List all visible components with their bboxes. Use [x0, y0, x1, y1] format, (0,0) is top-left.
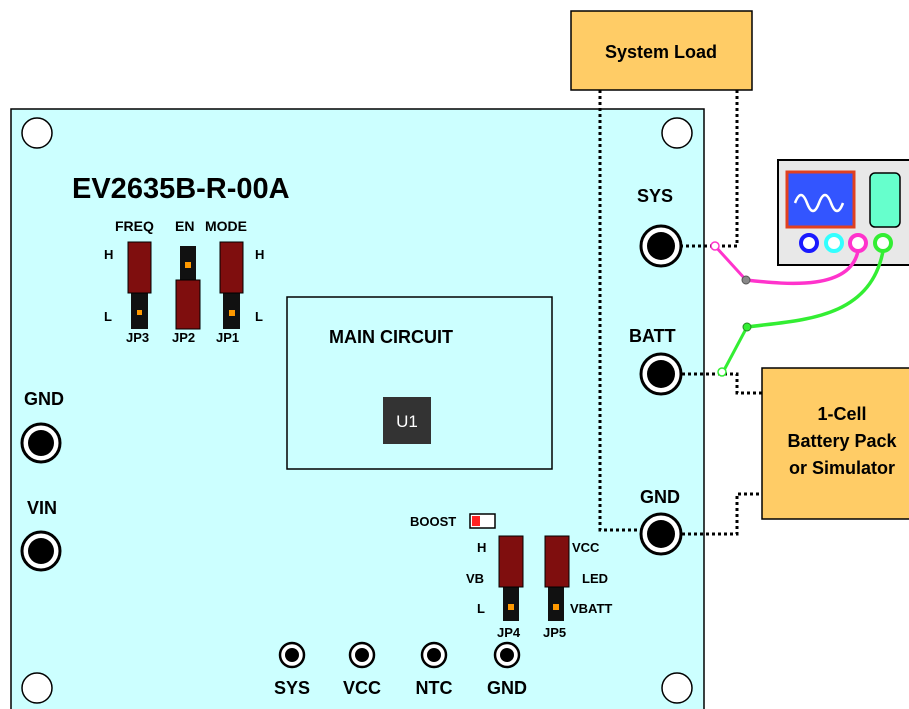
left-terminal-gnd[interactable]: [20, 422, 62, 464]
probe-green: [717, 250, 885, 377]
main-circuit-label: MAIN CIRCUIT: [329, 327, 453, 347]
testpoint-label-gnd: GND: [487, 678, 527, 698]
meter-port-green[interactable]: [873, 233, 893, 253]
battery-label-line2: Battery Pack: [787, 431, 897, 451]
jp4-label: JP4: [497, 625, 521, 640]
jumper-jp4[interactable]: [498, 535, 524, 621]
testpoint-sys[interactable]: [278, 641, 306, 669]
jumper-l-left: L: [104, 309, 112, 324]
battery-label-line1: 1-Cell: [817, 404, 866, 424]
jumper-jp5[interactable]: [544, 535, 570, 621]
jp1-label: JP1: [216, 330, 239, 345]
en-label: EN: [175, 218, 194, 234]
testpoint-ntc[interactable]: [420, 641, 448, 669]
board-title: EV2635B-R-00A: [72, 173, 290, 205]
testpoint-label-vcc: VCC: [343, 678, 381, 698]
mode-label: MODE: [205, 218, 247, 234]
battery-label-line3: or Simulator: [789, 458, 895, 478]
mounting-hole-top-right: [661, 117, 693, 149]
jumper-jp3[interactable]: [127, 241, 152, 329]
testpoint-vcc[interactable]: [348, 641, 376, 669]
boost-indicator: [469, 513, 496, 529]
left-terminal-label-gnd: GND: [24, 389, 64, 409]
mounting-hole-bottom-left: [21, 672, 53, 704]
jp4-h-label: H: [477, 540, 486, 555]
boost-label: BOOST: [410, 514, 456, 529]
jp5-led-label: LED: [582, 571, 608, 586]
right-terminal-label-gnd: GND: [640, 487, 680, 507]
mounting-hole-top-left: [21, 117, 53, 149]
jumper-jp2[interactable]: [175, 246, 201, 330]
system-load-label: System Load: [605, 42, 717, 62]
mounting-hole-bottom-right: [661, 672, 693, 704]
system-load-box: [570, 10, 753, 91]
meter-port-cyan[interactable]: [824, 233, 844, 253]
left-terminal-label-vin: VIN: [27, 498, 57, 518]
testpoint-label-sys: SYS: [274, 678, 310, 698]
freq-label: FREQ: [115, 218, 154, 234]
jp5-label: JP5: [543, 625, 566, 640]
jumper-h-left: H: [104, 247, 113, 262]
jumper-jp1[interactable]: [219, 241, 244, 329]
jp3-label: JP3: [126, 330, 149, 345]
meter-port-blue[interactable]: [799, 233, 819, 253]
chip-u1: [383, 397, 431, 444]
right-terminal-gnd[interactable]: [639, 512, 683, 556]
left-terminal-vin[interactable]: [20, 530, 62, 572]
jp5-vbatt-label: VBATT: [570, 601, 612, 616]
jp4-l-label: L: [477, 601, 485, 616]
right-terminal-label-batt: BATT: [629, 326, 676, 346]
chip-u1-label: U1: [396, 412, 418, 431]
battery-box: [761, 367, 909, 520]
waveform-icon: [793, 193, 845, 213]
right-terminal-sys[interactable]: [639, 224, 683, 268]
testpoint-label-ntc: NTC: [416, 678, 453, 698]
jumper-h-right: H: [255, 247, 264, 262]
probe-pink: [710, 241, 860, 286]
jumper-l-right: L: [255, 309, 263, 324]
jp2-label: JP2: [172, 330, 195, 345]
testpoint-gnd[interactable]: [493, 641, 521, 669]
right-terminal-batt[interactable]: [639, 352, 683, 396]
right-terminal-label-sys: SYS: [637, 186, 673, 206]
jp4-vb-label: VB: [466, 571, 484, 586]
meter-port-pink[interactable]: [848, 233, 868, 253]
oscilloscope: [777, 159, 909, 266]
jp5-vcc-label: VCC: [572, 540, 600, 555]
